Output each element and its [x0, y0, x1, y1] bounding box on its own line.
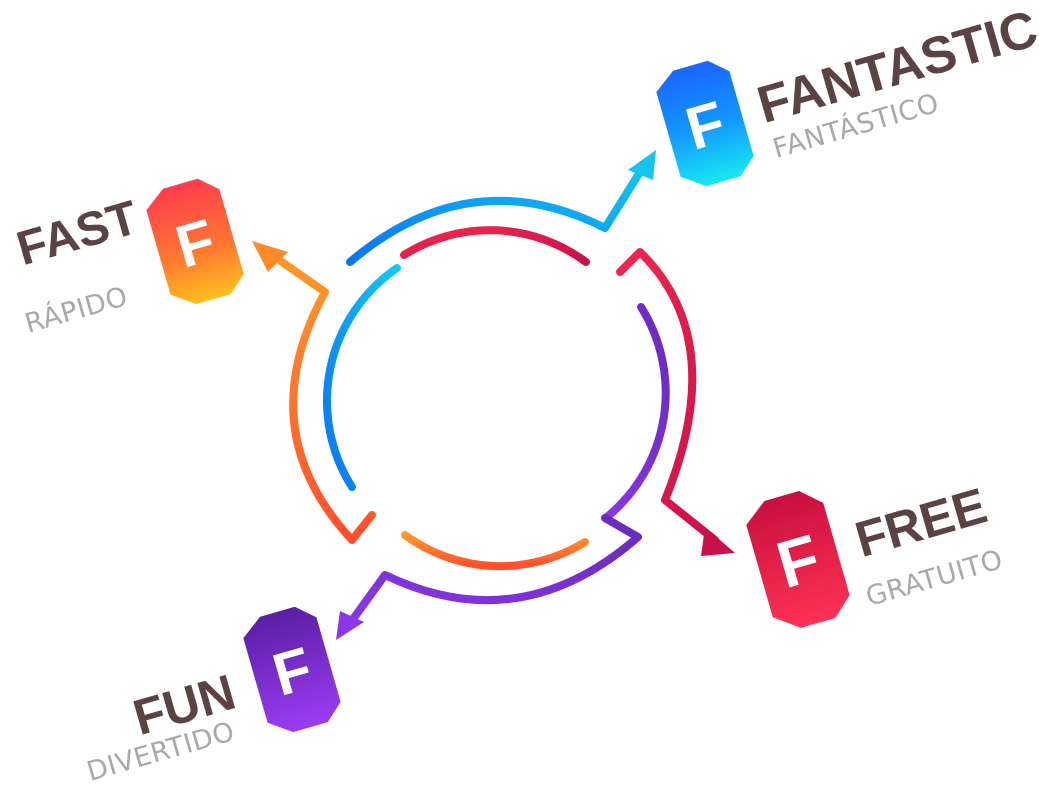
badge-free: F — [746, 491, 850, 628]
outer-arc-blue — [346, 160, 649, 266]
inner-arc-orange — [401, 531, 589, 571]
badge-fun: F — [243, 606, 341, 733]
outer-arc-red — [616, 248, 719, 544]
inner-arc-purple — [603, 303, 670, 521]
outer-arc-orange — [268, 251, 376, 544]
inner-arc-red — [400, 226, 590, 266]
outer-arc-purple — [344, 514, 642, 630]
gift-f-badge-icon — [746, 491, 850, 628]
lightning-f-badge-icon — [146, 178, 244, 305]
arrow-head-fast — [252, 241, 288, 272]
inner-arc-blue — [323, 264, 401, 491]
arrow-head-fantastic — [628, 150, 656, 180]
smile-f-badge-icon — [243, 606, 341, 733]
badge-fantastic: F — [656, 60, 754, 187]
cycle-diagram-graphic: F F F F — [146, 60, 850, 733]
arrow-head-free — [701, 527, 735, 556]
arrow-head-fun — [336, 611, 364, 640]
cycle-diagram: F F F F FAST RÁPIDO FANTASTIC FANTÁSTICO… — [11, 0, 1039, 788]
badge-fast: F — [146, 178, 244, 305]
star-f-badge-icon — [656, 60, 754, 187]
